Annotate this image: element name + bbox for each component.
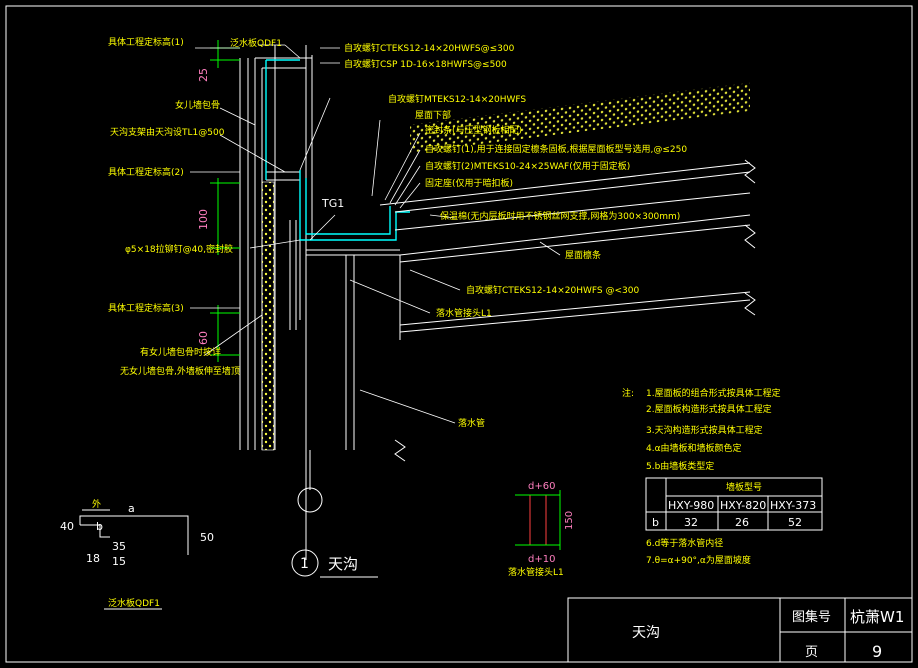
title-drawing-name: 天沟 — [632, 625, 660, 641]
board-table — [645, 477, 823, 531]
label-gutter-l1: 落水管接头L1 — [436, 307, 492, 319]
label-fixed-seat: 固定座(仅用于暗扣板) — [425, 177, 513, 189]
table-header: 墙板型号 — [726, 481, 762, 493]
label-screw-bottom: 自攻螺钉CTEKS12-14×20HWFS @<300 — [466, 284, 639, 296]
table-model-1: HXY-980 — [668, 499, 714, 512]
label-screw-top-2: 自攻螺钉CSP 1D-16×18HWFS@≤500 — [344, 58, 507, 70]
label-coping: 泛水板QDF1 — [230, 37, 282, 49]
label-insulation: 保温棉(无内层板时用不锈钢丝网支撑,网格为300×300mm) — [440, 210, 680, 222]
title-atlas-value: 杭萧W1 — [850, 608, 904, 626]
flash-dim-15: 15 — [112, 555, 126, 568]
table-row-label: b — [652, 516, 659, 529]
label-downpipe: 落水管 — [458, 417, 485, 429]
dimension-marks — [210, 40, 240, 362]
pipe-joint-detail — [529, 494, 547, 546]
title-page-label: 页 — [805, 645, 818, 660]
note-6: 6.d等于落水管内径 — [646, 537, 723, 549]
roof-insulation — [410, 82, 750, 153]
pipe-name: 落水管接头L1 — [508, 566, 564, 578]
table-value-2: 26 — [735, 516, 749, 529]
table-model-3: HXY-373 — [770, 499, 816, 512]
label-screw-roof-1: 自攻螺钉(1),用于连接固定檩条固板,根据屋面板型号选用,@≤250 — [425, 143, 687, 155]
label-level-1: 具体工程定标高(1) — [108, 36, 184, 48]
label-screw-mid: 自攻螺钉MTEKS12-14×20HWFS — [388, 93, 526, 105]
sheet-border — [5, 5, 913, 663]
label-level-3: 具体工程定标高(3) — [108, 302, 184, 314]
flash-label-a: a — [128, 502, 135, 515]
title-page-value: 9 — [872, 642, 882, 661]
flash-dim-50: 50 — [200, 531, 214, 544]
label-rivet: φ5×18拉铆钉@40,密封胶 — [125, 243, 233, 255]
label-sealing: 密封条(与压型钢板相配) — [425, 124, 522, 136]
flash-dim-18: 18 — [86, 552, 100, 565]
note-7: 7.θ=α+90°,α为屋面坡度 — [646, 554, 751, 566]
flash-dim-35: 35 — [112, 540, 126, 553]
roof-panel — [379, 162, 751, 340]
title-atlas-label: 图集号 — [792, 609, 831, 625]
label-eave: 屋面下部 — [415, 109, 451, 121]
flash-name: 泛水板QDF1 — [108, 597, 160, 609]
label-parapet-note2: 无女儿墙包骨,外墙板伸至墙顶 — [120, 365, 240, 377]
pipe-dim-150: 150 — [564, 511, 575, 530]
dim-60: 60 — [197, 331, 210, 345]
wall-insulation — [261, 181, 275, 451]
dim-100: 100 — [197, 209, 210, 230]
label-parapet-note: 有女儿墙包骨时按详 — [140, 346, 221, 358]
flash-dim-40: 40 — [60, 520, 74, 533]
label-screw-top-1: 自攻螺钉CTEKS12-14×20HWFS@≤300 — [344, 42, 515, 54]
flashing-detail — [79, 509, 189, 555]
label-roof-purlin: 屋面檩条 — [565, 249, 601, 261]
label-tg1: TG1 — [321, 197, 344, 210]
note-3: 3.天沟构造形式按具体工程定 — [646, 424, 763, 436]
leader-lines — [190, 44, 561, 424]
table-value-3: 52 — [788, 516, 802, 529]
flash-label-ext: 外 — [92, 498, 101, 510]
pipe-dim-bot: d+10 — [528, 554, 555, 565]
note-1: 1.屋面板的组合形式按具体工程定 — [646, 387, 781, 399]
label-screw-roof-2: 自攻螺钉(2)MTEKS10-24×25WAF(仅用于固定板) — [425, 160, 630, 172]
notes-title: 注: — [622, 387, 634, 399]
label-level-2: 具体工程定标高(2) — [108, 166, 184, 178]
break-marks — [394, 159, 756, 462]
label-gutter-bracket: 天沟支架由天沟设TL1@500 — [110, 126, 225, 138]
title-block — [567, 597, 913, 663]
note-2: 2.屋面板构造形式按具体工程定 — [646, 403, 772, 415]
pipe-dim-top: d+60 — [528, 481, 555, 492]
table-model-2: HXY-820 — [720, 499, 766, 512]
gutter-trough — [265, 59, 410, 241]
section-number: 1 — [300, 556, 309, 572]
note-5: 5.b由墙板类型定 — [646, 460, 714, 472]
note-4: 4.α由墙板和墙板颜色定 — [646, 442, 742, 454]
table-value-1: 32 — [684, 516, 698, 529]
flash-label-b: b — [96, 520, 103, 533]
label-parapet: 女儿墙包骨 — [175, 99, 220, 111]
downpipe — [297, 450, 323, 513]
dim-25: 25 — [197, 68, 210, 82]
section-title: 天沟 — [328, 555, 358, 573]
section-marker — [291, 549, 378, 578]
